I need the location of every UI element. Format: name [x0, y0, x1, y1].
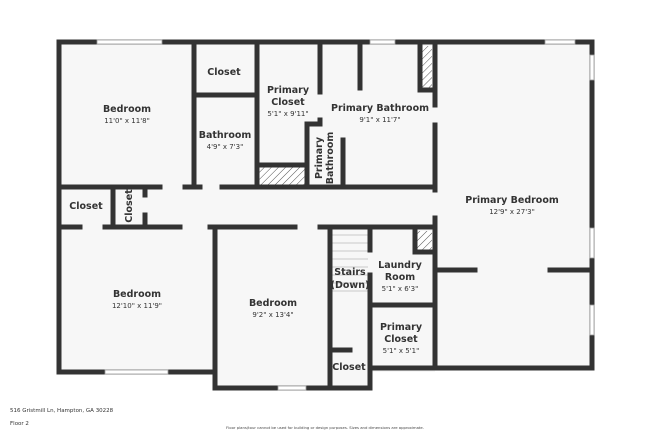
svg-text:Closet: Closet [384, 334, 418, 345]
svg-text:4'9" x 7'3": 4'9" x 7'3" [207, 143, 244, 151]
room-bedroom-1: Bedroom 11'0" x 11'8" [103, 104, 151, 125]
windows [96, 39, 595, 391]
svg-text:Bedroom: Bedroom [249, 298, 297, 309]
room-closet-2: Closet [69, 201, 103, 212]
room-bathroom: Bathroom 4'9" x 7'3" [199, 130, 252, 151]
svg-text:9'2" x 13'4": 9'2" x 13'4" [252, 311, 293, 319]
walls [56, 39, 595, 391]
disclaimer: Floor plans/tour cannot be used for buil… [226, 425, 424, 430]
room-primary-bedroom: Primary Bedroom 12'9" x 27'3" [465, 195, 559, 216]
svg-text:Primary Bathroom: Primary Bathroom [331, 103, 429, 114]
room-primary-bathroom-small: Primary Bathroom [314, 132, 336, 185]
room-primary-closet-name: Primary Closet [266, 85, 310, 108]
address: 516 Gristmill Ln, Hampton, GA 30228 [10, 408, 114, 414]
room-bedroom-3: Bedroom 9'2" x 13'4" [249, 298, 297, 319]
room-closet-4: Closet [332, 362, 366, 373]
svg-text:Bedroom: Bedroom [103, 104, 151, 115]
svg-text:5'1" x 5'1": 5'1" x 5'1" [383, 347, 420, 355]
svg-text:12'10" x 11'9": 12'10" x 11'9" [112, 302, 162, 310]
room-primary-closet: 5'1" x 9'11" [267, 110, 308, 118]
svg-text:11'0" x 11'8": 11'0" x 11'8" [104, 117, 150, 125]
svg-text:Primary Bedroom: Primary Bedroom [465, 195, 559, 206]
svg-text:Laundry: Laundry [378, 260, 422, 271]
svg-text:Bathroom: Bathroom [199, 130, 252, 141]
room-closet-1: Closet [207, 67, 241, 78]
room-primary-bathroom: Primary Bathroom 9'1" x 11'7" [331, 103, 429, 124]
svg-text:5'1" x 9'11": 5'1" x 9'11" [267, 110, 308, 118]
room-laundry: Laundry Room 5'1" x 6'3" [378, 260, 422, 293]
floor-label: Floor 2 [10, 421, 29, 427]
svg-text:9'1" x 11'7": 9'1" x 11'7" [359, 116, 400, 124]
hatched-areas [259, 46, 432, 251]
svg-text:Primary: Primary [314, 136, 325, 179]
room-bedroom-2: Bedroom 12'10" x 11'9" [112, 289, 162, 310]
svg-text:5'1" x 6'3": 5'1" x 6'3" [382, 285, 419, 293]
svg-text:Bathroom: Bathroom [325, 132, 336, 185]
room-stairs: Stairs (Down) [331, 267, 370, 291]
svg-text:Stairs: Stairs [334, 267, 366, 278]
svg-text:(Down): (Down) [331, 280, 370, 291]
room-closet-3: Closet [124, 189, 135, 223]
svg-text:Primary: Primary [380, 322, 423, 333]
svg-text:Bedroom: Bedroom [113, 289, 161, 300]
svg-text:Room: Room [385, 272, 415, 283]
svg-text:12'9" x 27'3": 12'9" x 27'3" [489, 208, 535, 216]
stairs [332, 234, 368, 292]
room-primary-closet-2: Primary Closet 5'1" x 5'1" [380, 322, 423, 355]
